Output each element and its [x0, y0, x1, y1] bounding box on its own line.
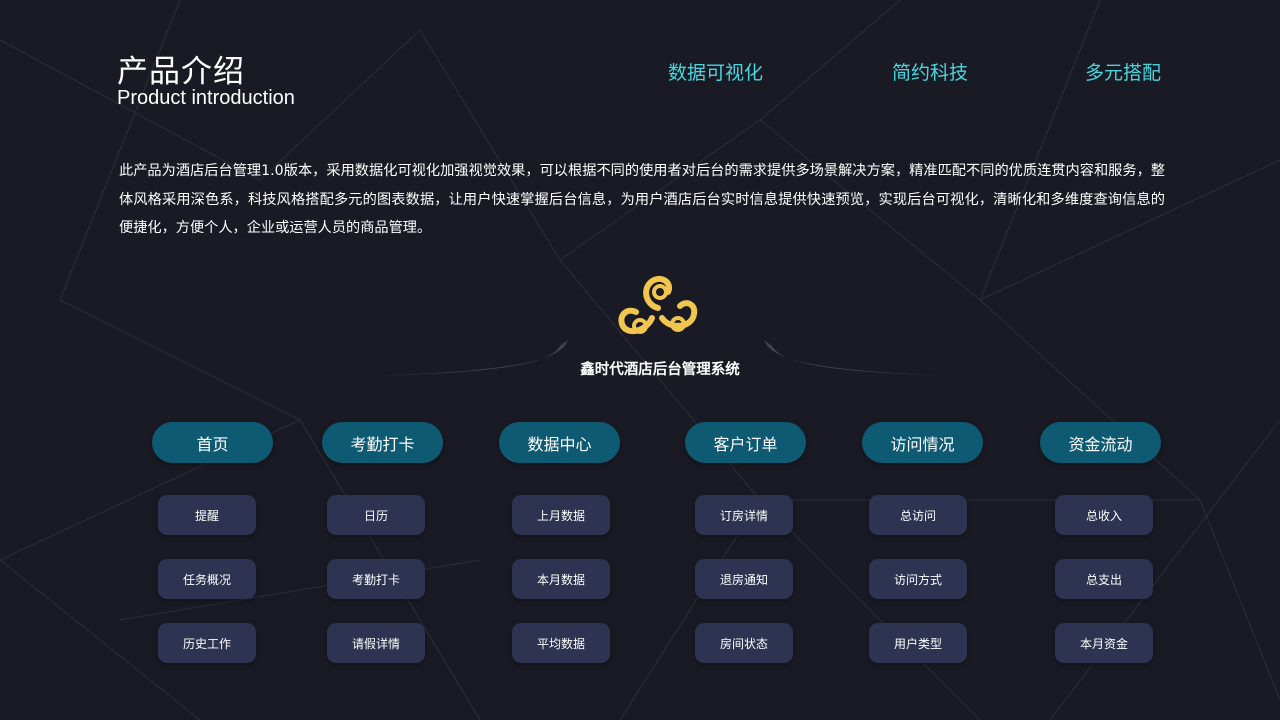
intro-paragraph: 此产品为酒店后台管理1.0版本，采用数据化可视化加强视觉效果，可以根据不同的使用… [119, 163, 1165, 236]
brand-name: 鑫时代酒店后台管理系统 [580, 362, 740, 378]
page-title: 产品介绍 [117, 54, 245, 90]
sub-item-button-1-2[interactable]: 请假详情 [327, 623, 425, 663]
sub-item-button-1-0[interactable]: 日历 [327, 495, 425, 535]
tag-minimal-tech: 简约科技 [892, 62, 969, 84]
sub-item-button-2-2[interactable]: 平均数据 [512, 623, 610, 663]
page-subtitle: Product introduction [117, 87, 295, 109]
sub-item-button-4-2[interactable]: 用户类型 [869, 623, 967, 663]
sub-item-button-5-0[interactable]: 总收入 [1055, 495, 1153, 535]
nav-button-column-0[interactable]: 首页 [152, 422, 273, 463]
sub-item-button-3-2[interactable]: 房间状态 [695, 623, 793, 663]
nav-button-column-4[interactable]: 访问情况 [862, 422, 983, 463]
sub-item-button-1-1[interactable]: 考勤打卡 [327, 559, 425, 599]
sub-item-button-0-2[interactable]: 历史工作 [158, 623, 256, 663]
sub-item-button-5-2[interactable]: 本月资金 [1055, 623, 1153, 663]
right-wing-decoration [764, 340, 952, 376]
nav-button-column-2[interactable]: 数据中心 [499, 422, 620, 463]
sub-item-button-3-0[interactable]: 订房详情 [695, 495, 793, 535]
nav-button-column-1[interactable]: 考勤打卡 [322, 422, 443, 463]
sub-item-button-0-0[interactable]: 提醒 [158, 495, 256, 535]
sub-item-button-3-1[interactable]: 退房通知 [695, 559, 793, 599]
sub-item-button-4-0[interactable]: 总访问 [869, 495, 967, 535]
triskelion-logo-icon [618, 276, 698, 335]
nav-button-column-5[interactable]: 资金流动 [1040, 422, 1161, 463]
tag-data-visualization: 数据可视化 [668, 62, 764, 84]
sub-item-button-2-0[interactable]: 上月数据 [512, 495, 610, 535]
sub-item-button-5-1[interactable]: 总支出 [1055, 559, 1153, 599]
sub-item-button-2-1[interactable]: 本月数据 [512, 559, 610, 599]
sub-item-button-4-1[interactable]: 访问方式 [869, 559, 967, 599]
nav-button-column-3[interactable]: 客户订单 [685, 422, 806, 463]
sub-item-button-0-1[interactable]: 任务概况 [158, 559, 256, 599]
tag-diverse-matching: 多元搭配 [1085, 62, 1162, 84]
